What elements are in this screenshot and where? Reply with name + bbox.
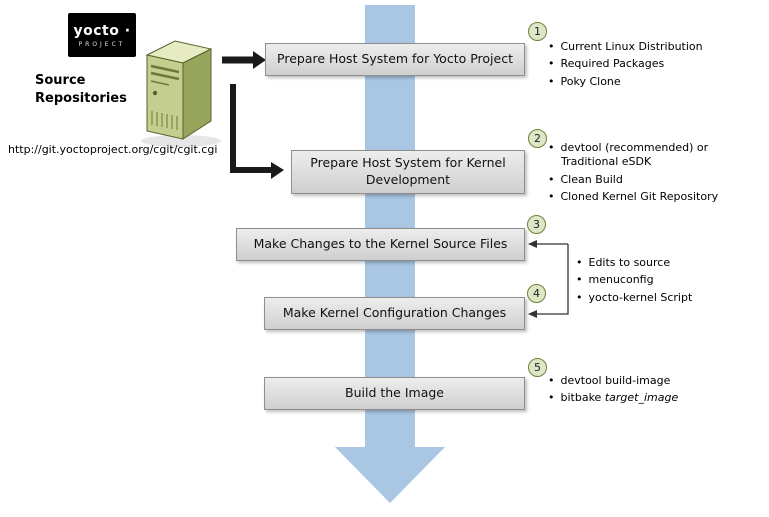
bullet-item: menuconfig: [576, 273, 736, 287]
step-5-box: Build the Image: [264, 377, 525, 410]
steps-3-4-connector: [528, 240, 569, 318]
bullet-item: devtool (recommended) or Traditional eSD…: [548, 141, 733, 170]
bullet-text: bitbake: [560, 391, 605, 405]
bullet-italic-text: target_image: [604, 391, 679, 405]
server-to-step2-arrow: [230, 84, 284, 179]
step-4-label: Make Kernel Configuration Changes: [282, 305, 507, 321]
yocto-wordmark: yocto ·: [73, 22, 131, 39]
step-5-number-badge: 5: [528, 358, 547, 377]
source-label-line1: Source: [35, 73, 86, 88]
yocto-project-subtitle: PROJECT: [78, 40, 126, 48]
bullet-text: devtool build-image: [560, 374, 671, 387]
step-3-label: Make Changes to the Kernel Source Files: [253, 236, 508, 252]
step-4-box: Make Kernel Configuration Changes: [264, 297, 525, 330]
step-1-label: Prepare Host System for Yocto Project: [277, 51, 513, 67]
step-3-number-badge: 3: [527, 215, 546, 234]
source-repositories-label: Source Repositories: [35, 72, 127, 107]
step-1-number-badge: 1: [528, 22, 547, 41]
bullet-item: Current Linux Distribution: [548, 40, 748, 54]
repository-url: http://git.yoctoproject.org/cgit/cgit.cg…: [8, 143, 218, 156]
step-5-label: Build the Image: [345, 385, 444, 401]
bullet-item: devtool build-image: [548, 374, 748, 388]
bullet-item: Cloned Kernel Git Repository: [548, 190, 733, 204]
bullet-item: bitbake target_image: [548, 391, 748, 405]
step-3-box: Make Changes to the Kernel Source Files: [236, 228, 525, 261]
server-to-step1-arrow: [222, 51, 266, 69]
bullet-item: Edits to source: [576, 256, 736, 270]
step-1-bullets: Current Linux Distribution Required Pack…: [548, 40, 748, 92]
bullet-item: Poky Clone: [548, 75, 748, 89]
step-2-number-badge: 2: [528, 129, 547, 148]
bullet-item: Required Packages: [548, 57, 748, 71]
step-2-label: Prepare Host System for Kernel Developme…: [310, 155, 506, 187]
bullet-item: Clean Build: [548, 173, 733, 187]
bullet-item: yocto-kernel Script: [576, 291, 736, 305]
step-2-bullets: devtool (recommended) or Traditional eSD…: [548, 141, 733, 207]
steps-3-4-shared-bullets: Edits to source menuconfig yocto-kernel …: [576, 256, 736, 308]
step-4-number-badge: 4: [527, 284, 546, 303]
step-2-box: Prepare Host System for Kernel Developme…: [291, 150, 525, 194]
step-5-bullets: devtool build-image bitbake target_image: [548, 374, 748, 409]
source-repository-server-icon: [141, 40, 221, 147]
source-label-line2: Repositories: [35, 90, 127, 106]
yocto-logo: yocto · PROJECT: [68, 13, 136, 57]
step-1-box: Prepare Host System for Yocto Project: [265, 43, 525, 76]
